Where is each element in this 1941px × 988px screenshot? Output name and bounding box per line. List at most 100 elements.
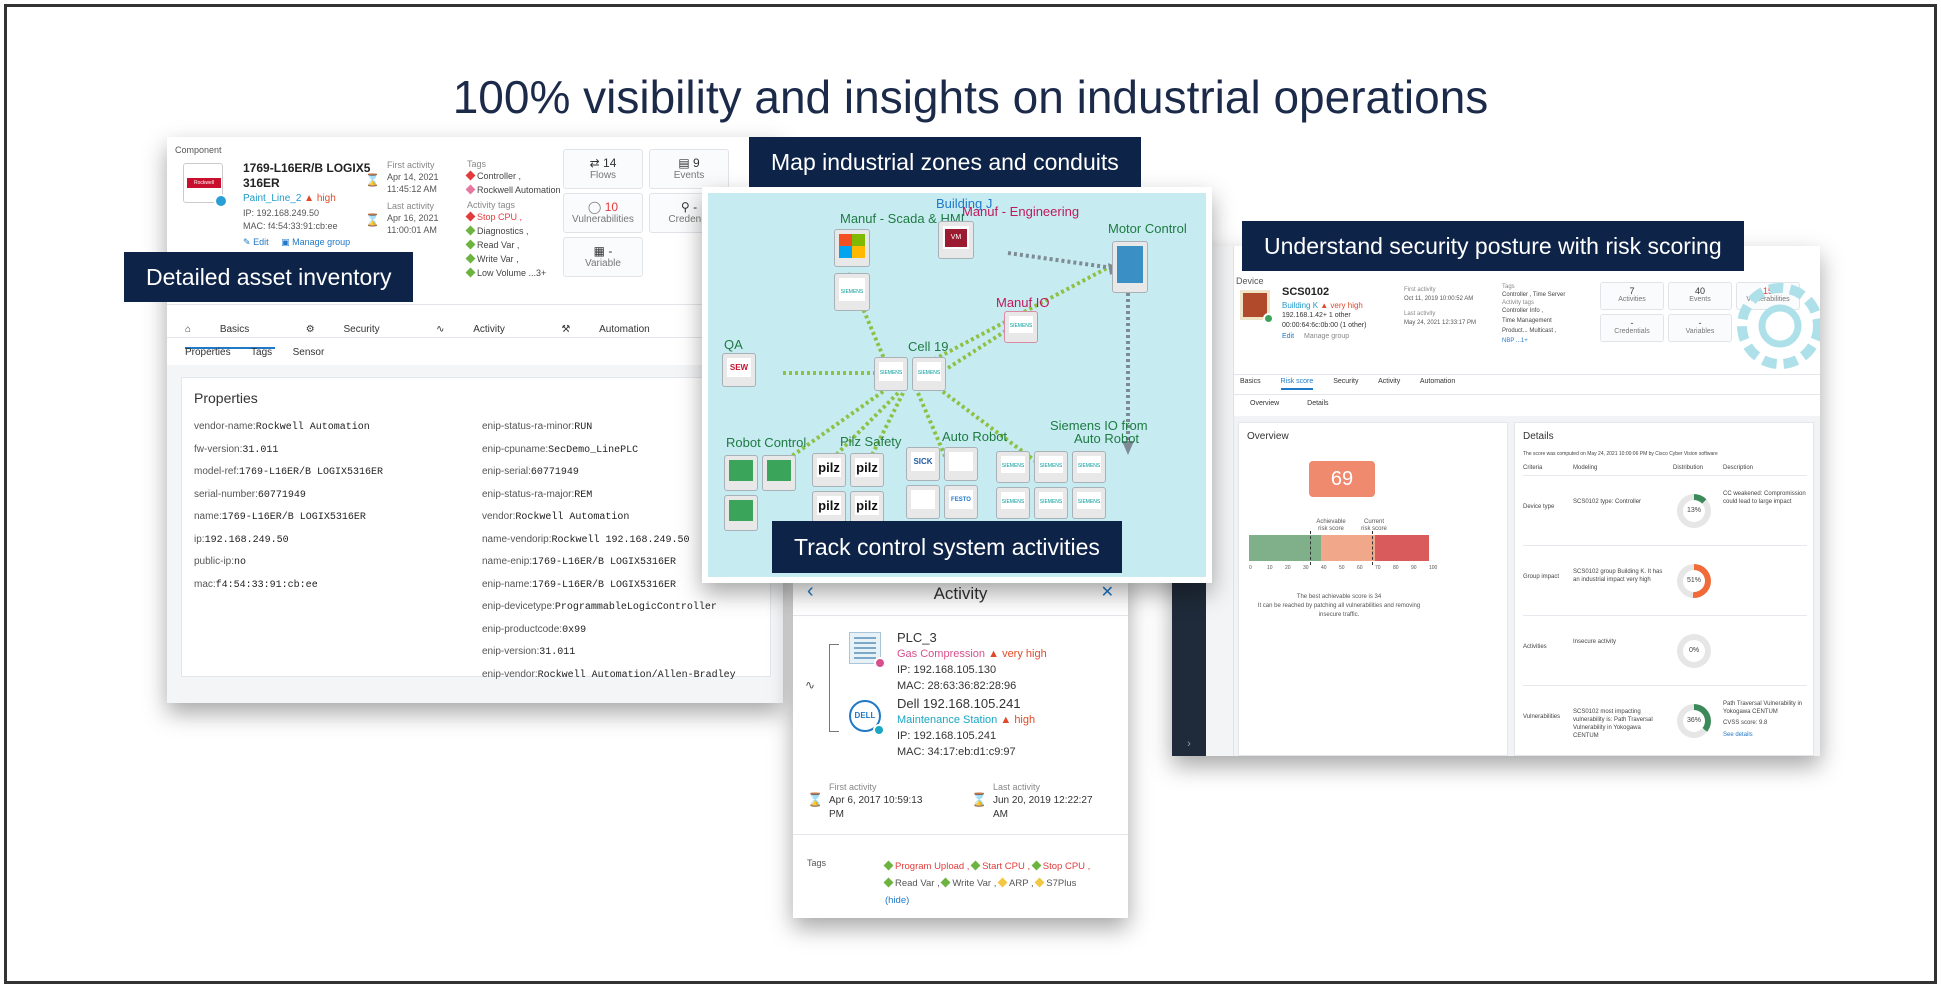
zone-siemens-io[interactable]: Siemens IO from [1050, 418, 1148, 433]
device-node-sio-4[interactable]: SIEMENS [996, 487, 1030, 519]
device1-group-link[interactable]: Gas Compression [897, 648, 986, 660]
zone-auto-robot[interactable]: Auto Robot [942, 429, 1008, 444]
gauge-segment-high [1375, 535, 1429, 561]
device-node-vm[interactable]: VM [938, 221, 974, 259]
zone-manuf-io[interactable]: Manuf IO [996, 295, 1050, 310]
nav-expand-icon[interactable]: › [1187, 738, 1191, 750]
property-value: Rockwell Automation [515, 512, 630, 523]
back-chevron-icon[interactable]: ‹ [807, 580, 814, 602]
tab-basics[interactable]: ⌂ Basics [185, 312, 276, 349]
tab-activity[interactable]: Activity [1378, 378, 1401, 385]
property-row: enip-cpuname:SecDemo_LinePLC [482, 439, 736, 462]
device-node-pilz-3[interactable]: pilz [812, 491, 846, 525]
property-row: serial-number:60771949 [194, 484, 383, 507]
first-activity-line1: Apr 6, 2017 10:59:13 [829, 795, 923, 806]
tab-risk-score[interactable]: Risk score [1280, 378, 1314, 390]
property-row: enip-version:31.011 [482, 641, 736, 664]
variables-card[interactable]: ▦ -Variable [563, 237, 643, 277]
device-node-pilz-4[interactable]: pilz [850, 491, 884, 525]
property-key: enip-productcode: [482, 623, 563, 635]
subtab-properties[interactable]: Properties [185, 347, 231, 358]
tab-security[interactable]: Security [1333, 378, 1359, 385]
distribution-label: 51% [1683, 570, 1705, 592]
device-node-auto-2[interactable] [944, 447, 978, 481]
edit-link[interactable]: Edit [253, 237, 269, 247]
zone-qa[interactable]: QA [724, 337, 743, 352]
device-node-manuf-io[interactable]: SIEMENS [1004, 311, 1038, 343]
first-activity-date: Apr 14, 2021 [387, 172, 439, 182]
device-node-cell-2[interactable]: SIEMENS [912, 357, 946, 391]
group-icon: ▣ [281, 237, 290, 247]
group-link[interactable]: Paint_Line_2 [243, 193, 302, 204]
credentials-card[interactable]: -Credentials [1600, 314, 1664, 342]
property-row: enip-vendor:Rockwell Automation/Allen-Br… [482, 664, 736, 687]
zone-pilz-safety[interactable]: Pilz Safety [840, 434, 902, 449]
device-node-festo[interactable]: FESTO [944, 485, 978, 519]
subtab-details[interactable]: Details [1307, 400, 1329, 407]
device-node-motor[interactable] [1112, 241, 1148, 293]
property-value: 0x99 [562, 624, 587, 636]
device-node-robot-3[interactable] [724, 495, 758, 531]
hide-tags-link[interactable]: (hide) [885, 895, 910, 906]
tab-security[interactable]: ⚙ Security [306, 312, 406, 347]
zone-siemens-io-2[interactable]: Auto Robot [1074, 431, 1140, 446]
tab-automation[interactable]: Automation [1419, 378, 1456, 385]
device-node-auto-3[interactable] [906, 485, 940, 519]
device-node-robot-2[interactable] [762, 455, 796, 491]
device-node-pilz-2[interactable]: pilz [850, 453, 884, 487]
tab-basics[interactable]: Basics [1240, 378, 1261, 385]
device-node-sew[interactable]: SEW [722, 353, 756, 387]
close-icon[interactable]: ✕ [1100, 584, 1114, 601]
activity-tags-label: Activity tags [1502, 300, 1535, 306]
device-node-sio-2[interactable]: SIEMENS [1034, 451, 1068, 483]
property-key: name-enip: [482, 556, 533, 567]
zone-scada-hmi[interactable]: Manuf - Scada & HMI [840, 211, 965, 226]
see-details-link[interactable]: See details [1723, 732, 1753, 738]
flows-icon: ⇄ [589, 156, 600, 170]
dell-logo-icon: DELL [849, 700, 885, 736]
tab-activity[interactable]: ∿ Activity [436, 312, 531, 347]
device-node-robot-1[interactable] [724, 455, 758, 491]
device-node-sio-1[interactable]: SIEMENS [996, 451, 1030, 483]
scale-tick: 80 [1393, 565, 1399, 571]
tab-automation[interactable]: ⚒ Automation [561, 312, 675, 347]
device-node-pilz-1[interactable]: pilz [812, 453, 846, 487]
edit-link[interactable]: Edit [1282, 333, 1295, 340]
scale-tick: 40 [1321, 565, 1327, 571]
property-row: name-enip:1769-L16ER/B LOGIX5316ER [482, 551, 736, 574]
device-node-sio-5[interactable]: SIEMENS [1034, 487, 1068, 519]
device-node-sio-3[interactable]: SIEMENS [1072, 451, 1106, 483]
manage-group-link[interactable]: Manage group [292, 237, 351, 247]
subtab-overview[interactable]: Overview [1250, 400, 1280, 407]
zone-robot-control[interactable]: Robot Control [726, 435, 807, 450]
property-row: ip:192.168.249.50 [194, 529, 383, 552]
device2-group-link[interactable]: Maintenance Station [897, 714, 998, 726]
device-node-sick[interactable]: SICK [906, 447, 940, 481]
zone-cell-19[interactable]: Cell 19 [908, 339, 949, 354]
device-node-cell-1[interactable]: SIEMENS [874, 357, 908, 391]
scale-tick: 60 [1357, 565, 1363, 571]
device2-ip: IP: 192.168.105.241 [897, 730, 997, 742]
zone-motor-control[interactable]: Motor Control [1108, 221, 1187, 236]
group-link[interactable]: Building K [1282, 301, 1319, 310]
variables-card[interactable]: -Variables [1668, 314, 1732, 342]
zone-engineering[interactable]: Manuf - Engineering [962, 204, 1080, 219]
subtab-tags[interactable]: Tags [251, 347, 273, 358]
device-node-sio-6[interactable]: SIEMENS [1072, 487, 1106, 519]
subtab-sensor[interactable]: Sensor [292, 347, 325, 358]
criteria-cell: Vulnerabilities [1523, 714, 1561, 720]
manage-group-link[interactable]: Manage group [1304, 333, 1350, 340]
property-row: name-vendorip:Rockwell 192.168.249.50 [482, 529, 736, 552]
tag-arp: ARP , [997, 877, 1034, 889]
map-canvas[interactable]: Building J Manuf - Scada & HMI Manuf - E… [708, 193, 1206, 577]
property-row: public-ip:no [194, 551, 383, 574]
device-node-siemens[interactable]: SIEMENS [834, 273, 870, 311]
device-node-hmi[interactable] [834, 229, 870, 267]
property-key: enip-status-ra-major: [482, 488, 575, 500]
